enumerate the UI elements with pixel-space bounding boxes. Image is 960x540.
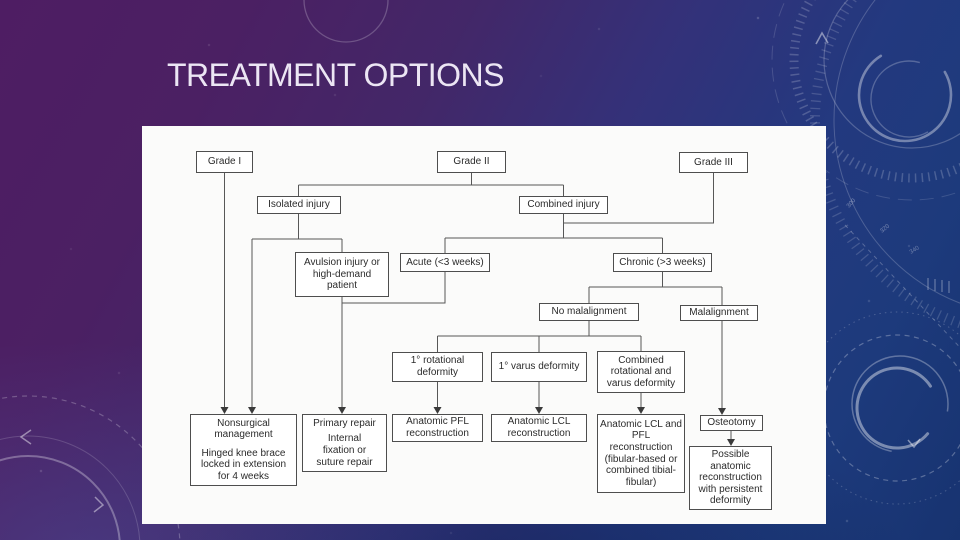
content-panel: Grade I Grade II Grade III Isolated inju… bbox=[142, 126, 826, 524]
node-label: Grade II bbox=[453, 156, 490, 168]
node-nonsurgical-management: Nonsurgical management Hinged knee brace… bbox=[190, 414, 297, 486]
arrowheads bbox=[220, 407, 735, 446]
node-combined-deformity: Combined rotational and varus deformity bbox=[597, 351, 685, 393]
node-label: 1° rotational deformity bbox=[410, 355, 465, 378]
svg-text:320: 320 bbox=[879, 223, 891, 234]
node-anatomic-pfl: Anatomic PFL reconstruction bbox=[392, 414, 483, 442]
node-label: Hinged knee brace locked in extension fo… bbox=[200, 447, 287, 482]
node-label: Anatomic LCL and PFL reconstruction (fib… bbox=[600, 418, 682, 488]
node-label: Chronic (>3 weeks) bbox=[619, 256, 706, 268]
node-primary-repair: Primary repair Internal fixation or sutu… bbox=[302, 414, 387, 472]
slide-title: TREATMENT OPTIONS bbox=[167, 57, 505, 93]
node-label: Possible anatomic reconstruction with pe… bbox=[698, 449, 763, 507]
node-isolated-injury: Isolated injury bbox=[257, 196, 341, 214]
node-grade-i: Grade I bbox=[196, 151, 253, 173]
node-avulsion-injury: Avulsion injury or high-demand patient bbox=[295, 252, 389, 297]
node-anatomic-lcl: Anatomic LCL reconstruction bbox=[491, 414, 587, 442]
node-anatomic-lcl-pfl: Anatomic LCL and PFL reconstruction (fib… bbox=[597, 414, 685, 493]
node-no-malalignment: No malalignment bbox=[539, 303, 639, 321]
node-label: Isolated injury bbox=[268, 199, 330, 211]
node-chronic: Chronic (>3 weeks) bbox=[613, 253, 712, 272]
node-label: Anatomic PFL reconstruction bbox=[406, 416, 469, 439]
ring-top-center-icon bbox=[303, 0, 389, 43]
node-label: Combined rotational and varus deformity bbox=[606, 354, 676, 389]
node-malalignment: Malalignment bbox=[680, 305, 758, 321]
node-rotational-deformity: 1° rotational deformity bbox=[392, 352, 483, 382]
node-label: Nonsurgical management bbox=[214, 417, 273, 441]
node-label: Acute (<3 weeks) bbox=[406, 256, 484, 268]
compass-right-middle-icon: 300 320 340 bbox=[810, 0, 960, 349]
svg-text:340: 340 bbox=[909, 245, 921, 256]
node-label: Malalignment bbox=[689, 307, 749, 319]
node-grade-ii: Grade II bbox=[437, 151, 506, 173]
node-varus-deformity: 1° varus deformity bbox=[491, 352, 587, 382]
node-osteotomy: Osteotomy bbox=[700, 415, 763, 431]
node-acute: Acute (<3 weeks) bbox=[400, 253, 490, 272]
node-combined-injury: Combined injury bbox=[519, 196, 608, 214]
node-label: 1° varus deformity bbox=[498, 361, 580, 373]
node-label: Osteotomy bbox=[707, 417, 756, 429]
node-label: Combined injury bbox=[527, 199, 600, 211]
node-label: No malalignment bbox=[551, 306, 627, 318]
node-label: Anatomic LCL reconstruction bbox=[507, 416, 571, 439]
node-label: Grade III bbox=[694, 156, 733, 168]
node-possible-reconstruction: Possible anatomic reconstruction with pe… bbox=[689, 446, 772, 510]
svg-text:300: 300 bbox=[846, 197, 858, 209]
node-label: Avulsion injury or high-demand patient bbox=[304, 257, 380, 292]
node-label: Primary repair bbox=[313, 417, 376, 429]
sparkle-dots bbox=[0, 0, 2, 2]
node-label: Internal fixation or suture repair bbox=[316, 433, 373, 468]
node-label: Grade I bbox=[207, 156, 242, 168]
flowchart-connectors bbox=[220, 173, 735, 446]
node-grade-iii: Grade III bbox=[679, 152, 748, 173]
